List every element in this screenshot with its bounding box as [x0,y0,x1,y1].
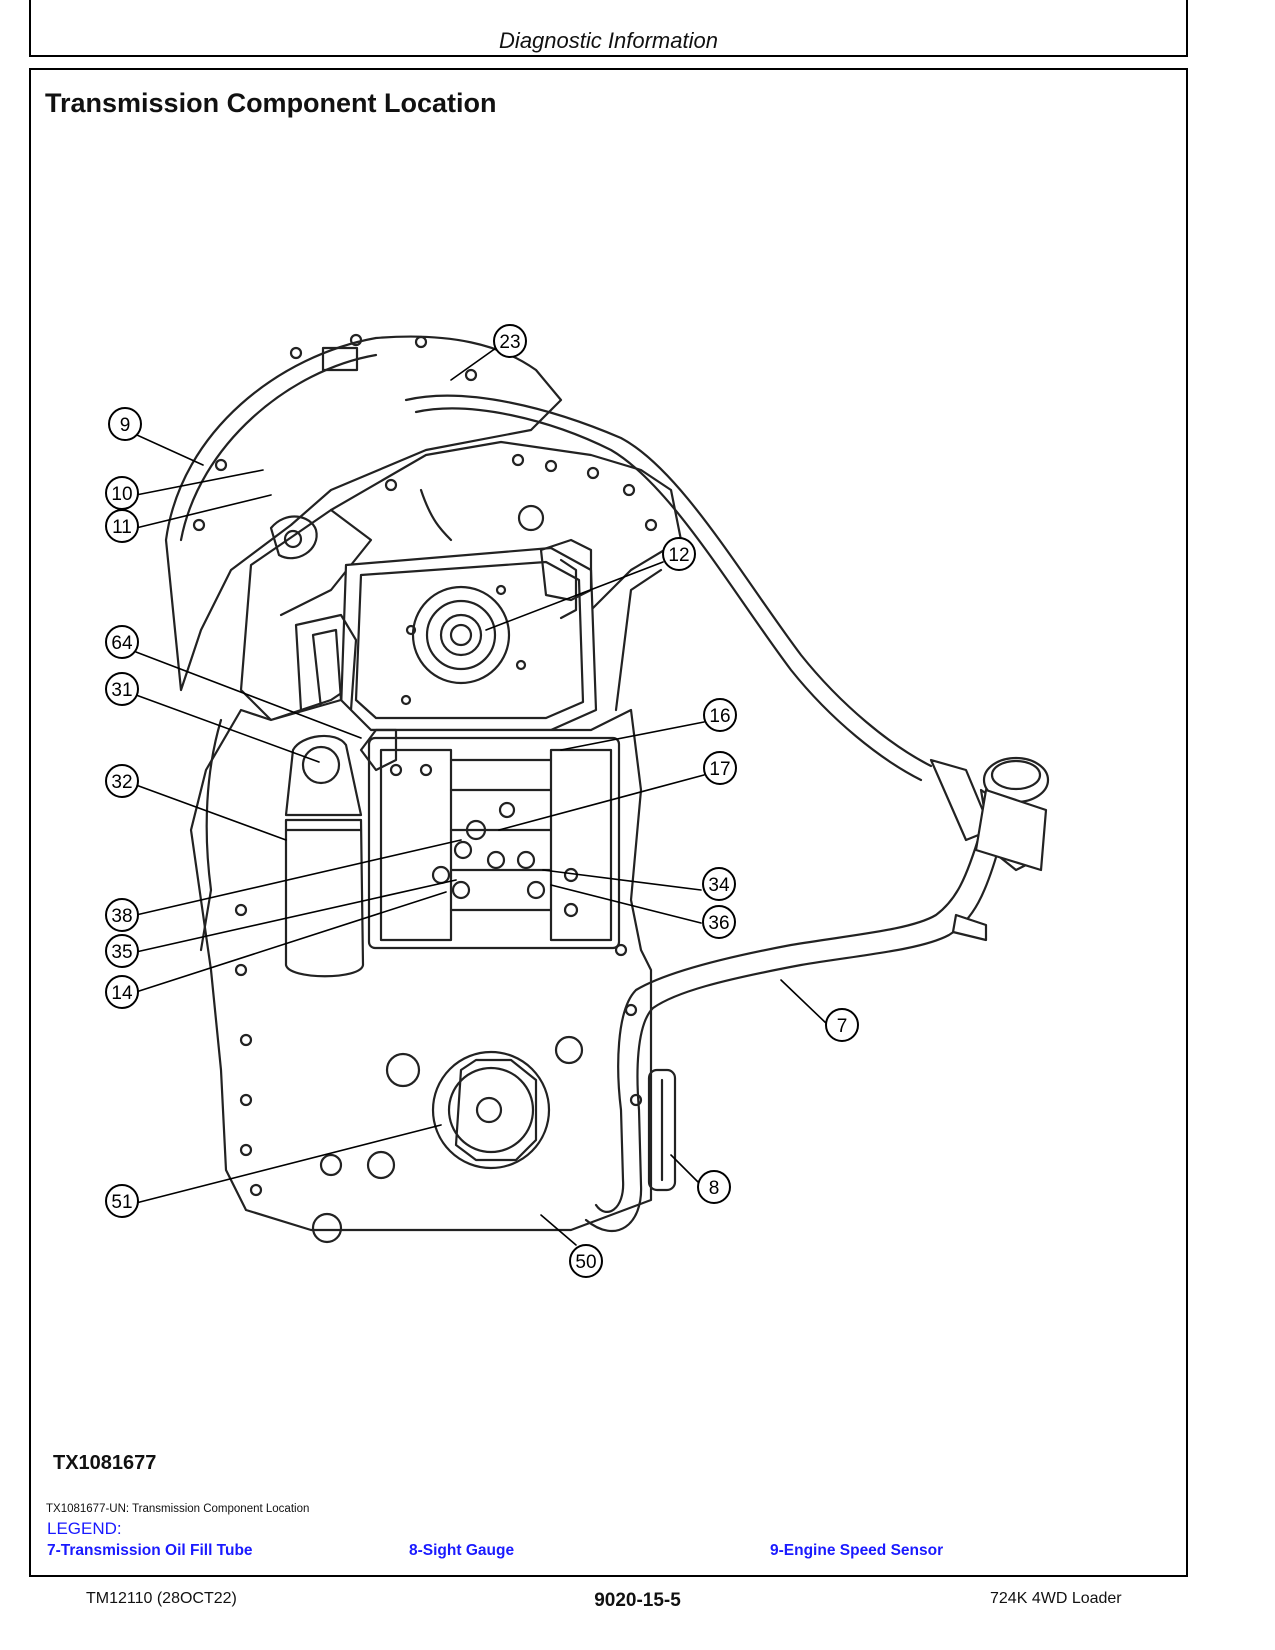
callout-label: 64 [111,633,133,654]
section-title: Diagnostic Information [499,28,718,53]
callout-label: 7 [837,1016,848,1037]
callout-label: 9 [120,415,131,436]
callout-label: 36 [708,913,729,934]
manual-code: TM12110 (28OCT22) [86,1590,237,1607]
legend: 7-Transmission Oil Fill Tube 8-Sight Gau… [47,1542,1167,1566]
content-frame: Transmission Component Location [29,68,1188,1577]
legend-item: 8-Sight Gauge [409,1542,515,1559]
figure-id: TX1081677 [53,1452,157,1474]
callout-label: 23 [499,332,520,353]
callout-label: 16 [709,706,730,727]
page-footer: TM12110 (28OCT22) 9020-15-5 724K 4WD Loa… [0,1590,1275,1620]
page-heading: Transmission Component Location [45,88,497,118]
page-number: 9020-15-5 [594,1590,681,1611]
callout-label: 17 [709,759,730,780]
callout-label: 38 [111,906,132,927]
legend-item: 9-Engine Speed Sensor [770,1542,944,1559]
callout-label: 35 [111,942,132,963]
callout-label: 32 [111,772,132,793]
callout-label: 14 [111,983,133,1004]
callout-label: 51 [111,1192,132,1213]
callout-label: 11 [112,517,132,538]
callout-label: 8 [709,1178,720,1199]
callout-label: 34 [708,875,730,896]
legend-title: LEGEND: [47,1519,122,1538]
callout-label: 12 [668,545,689,566]
legend-item: 7-Transmission Oil Fill Tube [47,1542,253,1559]
transmission-illustration: 23 9 10 11 12 64 31 16 17 32 34 38 36 35… [105,324,1050,1278]
callout-label: 31 [111,680,132,701]
callout-label: 10 [111,484,132,505]
page-header: Diagnostic Information [29,0,1188,57]
figure-caption: TX1081677-UN: Transmission Component Loc… [46,1503,310,1515]
callout-label: 50 [575,1252,596,1273]
machine-model: 724K 4WD Loader [990,1590,1122,1607]
